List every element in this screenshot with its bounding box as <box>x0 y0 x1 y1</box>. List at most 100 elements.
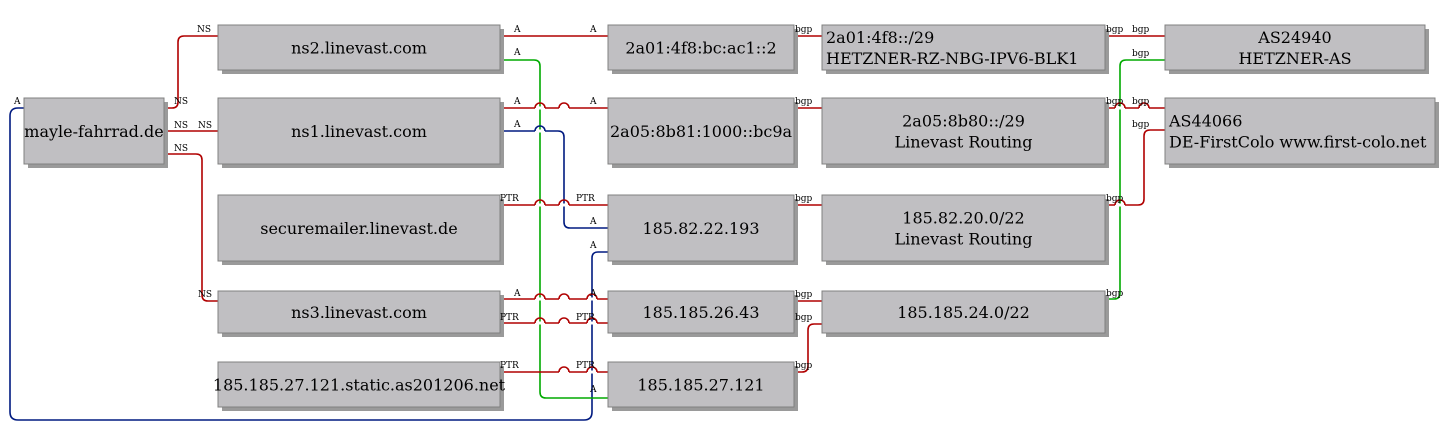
edge-label-a: A <box>513 120 521 130</box>
edge-label-bgp: bgp <box>1132 49 1150 59</box>
node-label: Linevast Routing <box>895 230 1033 249</box>
edge-ns-ns3 <box>164 153 218 302</box>
edge-label-ptr: PTR <box>576 313 595 323</box>
node-label: 185.185.24.0/22 <box>897 303 1030 322</box>
node-label: 2a01:4f8::/29 <box>826 28 934 47</box>
hop-arc <box>534 199 546 206</box>
node-securemailer[interactable]: securemailer.linevast.de <box>217 194 504 265</box>
node-ip-secure[interactable]: 185.82.22.193 <box>607 194 798 265</box>
edge-label-a: A <box>13 97 21 107</box>
node-ip-ns3[interactable]: 185.185.26.43 <box>607 290 798 337</box>
edge-label-bgp: bgp <box>1132 120 1150 130</box>
node-box <box>607 290 795 334</box>
edge-label-bgp: bgp <box>1106 25 1124 35</box>
node-ns1[interactable]: ns1.linevast.com <box>217 97 504 168</box>
edge-label-bgp: bgp <box>795 313 813 323</box>
node-label: HETZNER-RZ-NBG-IPV6-BLK1 <box>826 49 1078 68</box>
edge-a-ns2-v4 <box>500 59 608 399</box>
edge-label-a: A <box>589 25 597 35</box>
hop-arc <box>586 317 598 324</box>
edge-label-ns: NS <box>174 144 188 154</box>
hop-arc <box>534 293 546 300</box>
node-box <box>607 194 795 262</box>
edge-label-bgp: bgp <box>1106 194 1124 204</box>
node-box <box>217 290 501 334</box>
edge-label-ptr: PTR <box>500 194 519 204</box>
node-box <box>23 97 165 165</box>
edge-a-mayle <box>9 107 608 421</box>
node-box <box>217 24 501 71</box>
hop-arc <box>586 293 598 300</box>
node-box <box>217 97 501 165</box>
edge-label-bgp: bgp <box>1106 97 1124 107</box>
node-box <box>821 290 1106 334</box>
edge-label-bgp: bgp <box>795 194 813 204</box>
edge-ns-ns2 <box>164 35 218 109</box>
edge-label-ns: NS <box>198 290 212 300</box>
edge-a-ns1-v4 <box>500 130 608 229</box>
node-ns2[interactable]: ns2.linevast.com <box>217 24 504 74</box>
node-box <box>217 361 501 408</box>
edge-label-a: A <box>513 48 521 58</box>
edge-label-a: A <box>589 217 597 227</box>
node-label: HETZNER-AS <box>1238 49 1351 68</box>
node-box <box>217 194 501 262</box>
node-label: 185.185.26.43 <box>642 303 759 322</box>
nodes-layer: mayle-fahrrad.de ns2.linevast.com ns1.line… <box>23 24 1439 411</box>
node-pfx-185[interactable]: 185.185.24.0/22 <box>821 290 1109 337</box>
hop-arc <box>1114 199 1126 206</box>
hop-arc <box>558 293 570 300</box>
node-box <box>607 97 795 165</box>
edge-label-a: A <box>589 97 597 107</box>
edge-label-ptr: PTR <box>500 361 519 371</box>
edge-label-a: A <box>513 289 521 299</box>
node-label: 185.185.27.121 <box>637 376 764 395</box>
edge-bgp-ip5 <box>794 323 822 373</box>
edges-layer <box>9 35 1165 421</box>
node-label: 2a01:4f8:bc:ac1::2 <box>625 39 776 58</box>
node-label: AS24940 <box>1257 28 1331 47</box>
node-label: 185.185.27.121.static.as201206.net <box>213 376 506 395</box>
hop-arc <box>558 317 570 324</box>
edge-label-bgp: bgp <box>795 361 813 371</box>
edge-label-ns: NS <box>198 121 212 131</box>
node-label: mayle-fahrrad.de <box>24 122 163 141</box>
hop-arc <box>534 317 546 324</box>
node-static[interactable]: 185.185.27.121.static.as201206.net <box>213 361 506 411</box>
node-ip-ns2[interactable]: 2a01:4f8:bc:ac1::2 <box>607 24 798 74</box>
edge-label-bgp: bgp <box>795 290 813 300</box>
hop-arc <box>1114 102 1126 109</box>
node-label: Linevast Routing <box>895 133 1033 152</box>
hop-arc <box>558 366 570 373</box>
node-ip-ns1[interactable]: 2a05:8b81:1000::bc9a <box>607 97 798 168</box>
node-box <box>821 194 1106 262</box>
node-label: AS44066 <box>1168 112 1242 131</box>
node-box <box>1164 24 1426 71</box>
edge-label-ptr: PTR <box>500 313 519 323</box>
node-label: 185.82.22.193 <box>642 219 759 238</box>
node-ns3[interactable]: ns3.linevast.com <box>217 290 504 337</box>
node-ip-static[interactable]: 185.185.27.121 <box>607 361 798 411</box>
edge-label-ptr: PTR <box>576 361 595 371</box>
edge-label-a: A <box>589 241 597 251</box>
hop-arc <box>558 102 570 109</box>
node-box <box>1164 97 1436 165</box>
edge-label-ns: NS <box>174 121 188 131</box>
edge-label-a: A <box>589 289 597 299</box>
hop-arc <box>534 125 546 132</box>
node-label: 2a05:8b81:1000::bc9a <box>610 122 793 141</box>
node-label: ns2.linevast.com <box>291 39 427 58</box>
node-mayle[interactable]: mayle-fahrrad.de <box>23 97 168 168</box>
node-box <box>821 24 1106 71</box>
edge-label-bgp: bgp <box>795 97 813 107</box>
edge-bgp-pfx3 <box>1105 129 1165 206</box>
edge-label-ns: NS <box>197 25 211 35</box>
edge-label-bgp: bgp <box>1132 25 1150 35</box>
node-label: ns1.linevast.com <box>291 122 427 141</box>
